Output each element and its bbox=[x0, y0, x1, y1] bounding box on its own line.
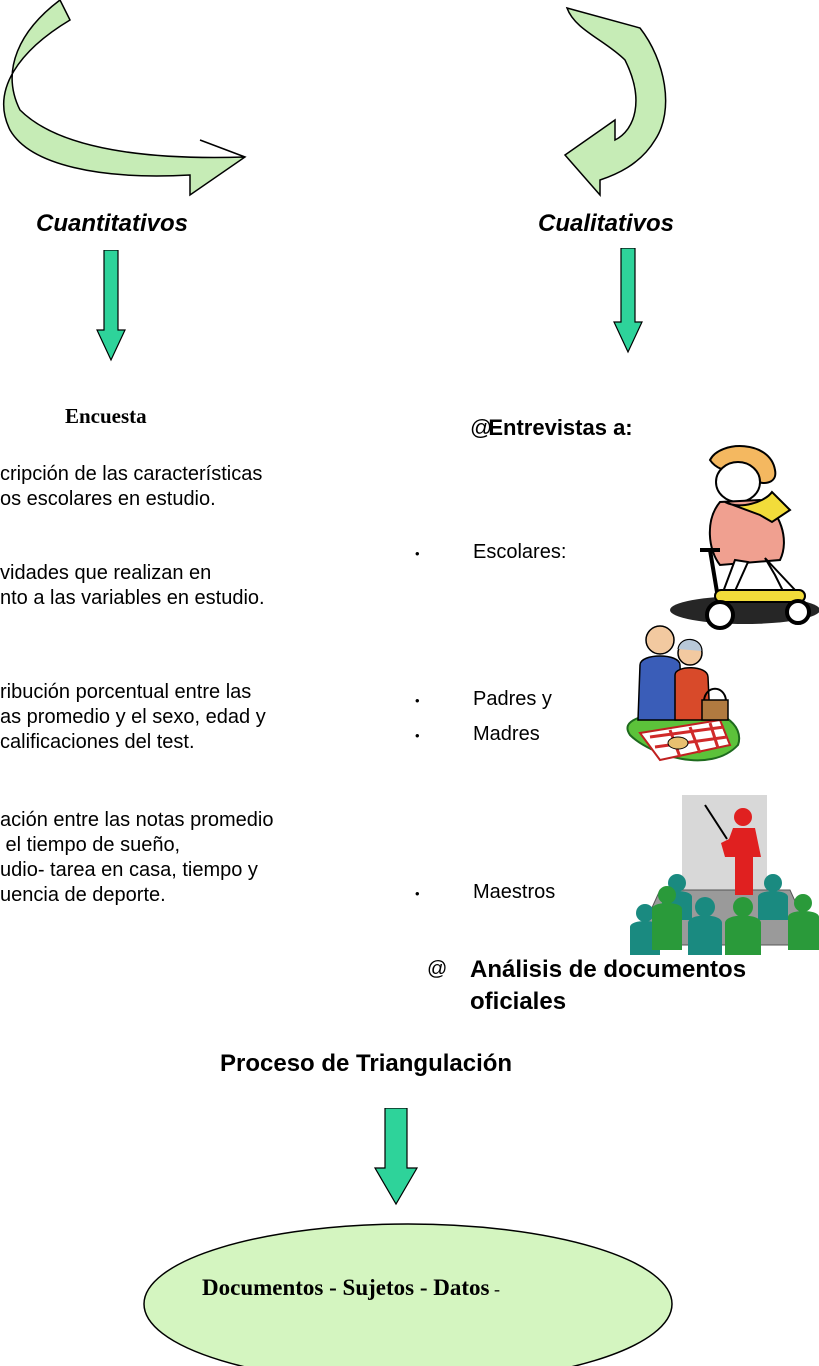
subject-label: Padres y bbox=[473, 688, 552, 710]
survey-item-line: ación entre las notas promedio bbox=[0, 809, 274, 831]
down-arrow-qualitative bbox=[613, 248, 643, 354]
survey-item-line: el tiempo de sueño, bbox=[0, 834, 181, 856]
triangulation-title: Proceso de Triangulación bbox=[220, 1050, 513, 1077]
survey-item-line: ribución porcentual entre las bbox=[0, 681, 252, 703]
result-text: Documentos - Sujetos - Datos - bbox=[202, 1275, 500, 1301]
survey-item-line: udio- tarea en casa, tiempo y bbox=[0, 859, 258, 881]
subject-label: Escolares: bbox=[473, 541, 567, 563]
bullet: • bbox=[415, 546, 420, 562]
parents-picnic-illustration bbox=[626, 625, 741, 762]
survey-item-1: cripción de las características os escol… bbox=[0, 462, 262, 512]
teachers-classroom-illustration bbox=[630, 795, 819, 955]
at-symbol-icon: @ bbox=[470, 415, 493, 440]
bullet: • bbox=[415, 693, 420, 709]
survey-item-2: vidades que realizan en nto a las variab… bbox=[0, 561, 265, 611]
documents-analysis-title: Análisis de documentos oficiales bbox=[470, 954, 746, 1018]
down-arrow-triangulation bbox=[373, 1108, 419, 1206]
subject-label: Madres bbox=[473, 723, 540, 745]
survey-item-line: calificaciones del test. bbox=[0, 731, 195, 753]
curved-arrow-left bbox=[3, 0, 247, 197]
survey-item-line: uencia de deporte. bbox=[0, 884, 166, 906]
interviews-title: Entrevistas a: bbox=[488, 415, 633, 440]
subject-maestros: • Maestros bbox=[415, 880, 555, 905]
bullet: • bbox=[415, 886, 420, 902]
survey-item-4: ación entre las notas promedio el tiempo… bbox=[0, 808, 274, 908]
subject-label: Maestros bbox=[473, 881, 556, 903]
survey-item-line: cripción de las características bbox=[0, 463, 263, 485]
survey-item-line: os escolares en estudio. bbox=[0, 488, 216, 510]
bullet: • bbox=[415, 728, 420, 744]
result-main: Documentos - Sujetos - Datos bbox=[202, 1275, 490, 1300]
survey-item-line: as promedio y el sexo, edad y bbox=[0, 706, 266, 728]
survey-item-3: ribución porcentual entre las as promedi… bbox=[0, 680, 266, 755]
survey-item-line: vidades que realizan en bbox=[0, 562, 212, 584]
child-scooter-illustration bbox=[670, 445, 819, 630]
subject-padres: • Padres y bbox=[415, 687, 552, 712]
result-ellipse bbox=[143, 1223, 673, 1366]
documents-analysis-line1: Análisis de documentos bbox=[470, 956, 747, 983]
documents-analysis-symbol: @ bbox=[427, 958, 448, 980]
subject-madres: • Madres bbox=[415, 722, 540, 747]
result-trailing: - bbox=[489, 1279, 500, 1299]
quantitative-label: Cuantitativos bbox=[36, 210, 189, 237]
subject-escolares: • Escolares: bbox=[415, 540, 566, 565]
survey-item-line: nto a las variables en estudio. bbox=[0, 587, 265, 609]
survey-title: Encuesta bbox=[65, 404, 147, 428]
qualitative-label: Cualitativos bbox=[538, 210, 675, 237]
curved-arrow-right bbox=[563, 6, 667, 197]
interviews-heading: @Entrevistas a: bbox=[470, 415, 633, 441]
documents-analysis-line2: oficiales bbox=[470, 988, 567, 1015]
down-arrow-quantitative bbox=[96, 250, 126, 362]
